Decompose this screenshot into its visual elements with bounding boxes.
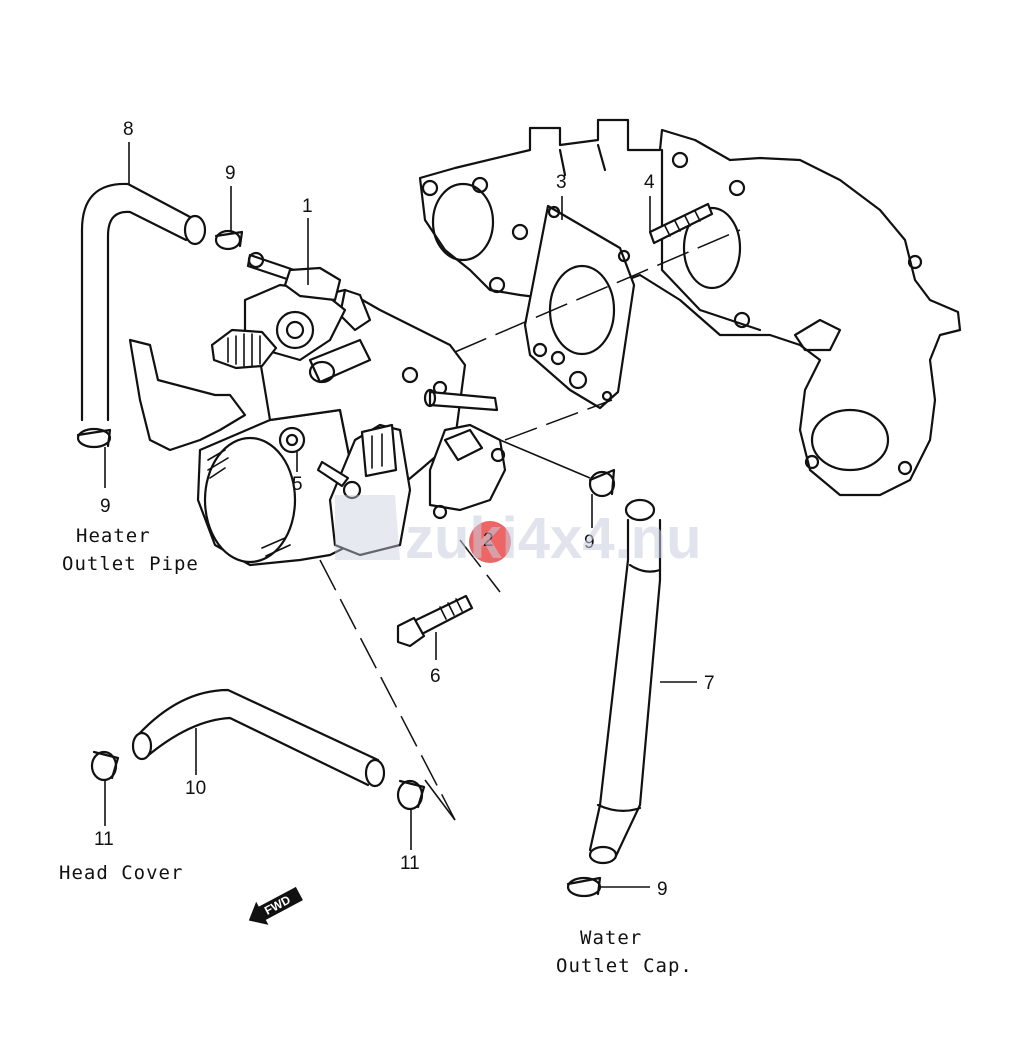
label-part-6: 6: [430, 666, 441, 687]
watermark-text: zuki4x4.nu: [405, 506, 702, 571]
bolt: [396, 594, 474, 648]
clamp-11-right: [396, 779, 426, 811]
label-part-4: 4: [644, 172, 655, 193]
assembly-lines: [319, 229, 741, 821]
label-part-9-bottom: 9: [657, 879, 668, 900]
caption-water-outlet-cap: Outlet Cap.: [556, 955, 693, 977]
caption-heater: Heater: [76, 525, 151, 547]
gasket: [523, 204, 636, 410]
label-part-3: 3: [556, 172, 567, 193]
caption-water: Water: [580, 927, 642, 949]
throttle-body: [128, 251, 499, 567]
fwd-arrow: FWD: [248, 886, 303, 925]
caption-head-cover: Head Cover: [59, 862, 183, 884]
clamp-9-mid: [588, 468, 616, 498]
stud-bolt: [648, 202, 714, 245]
intake-manifold: [418, 118, 962, 497]
label-part-10: 10: [185, 778, 206, 799]
label-part-5: 5: [292, 474, 303, 495]
label-part-9-mid: 9: [584, 532, 595, 553]
throttle-position-sensor: [316, 423, 412, 557]
hose-head-cover: [131, 688, 386, 788]
clamp-9-left: [76, 427, 112, 449]
label-part-9-top: 9: [225, 163, 236, 184]
clamp-11-left: [90, 750, 120, 782]
watermark: zuki4x4.nu: [335, 495, 702, 571]
label-part-11-right: 11: [400, 853, 420, 874]
leader-lines: [104, 142, 697, 888]
clamp-9-top: [214, 229, 244, 251]
clamp-9-bottom: [566, 876, 602, 898]
label-part-2: 2: [483, 530, 494, 551]
label-part-7: 7: [704, 673, 715, 694]
label-part-11-left: 11: [94, 829, 114, 850]
label-part-9-left: 9: [100, 496, 111, 517]
idle-air-control-valve: [428, 423, 507, 520]
label-part-8: 8: [123, 119, 134, 140]
caption-heater-outlet-pipe: Outlet Pipe: [62, 553, 199, 575]
marker-dot: [469, 521, 511, 563]
hose-heater-outlet: [80, 182, 207, 422]
hose-water-outlet: [588, 498, 662, 865]
label-part-1: 1: [302, 196, 313, 217]
